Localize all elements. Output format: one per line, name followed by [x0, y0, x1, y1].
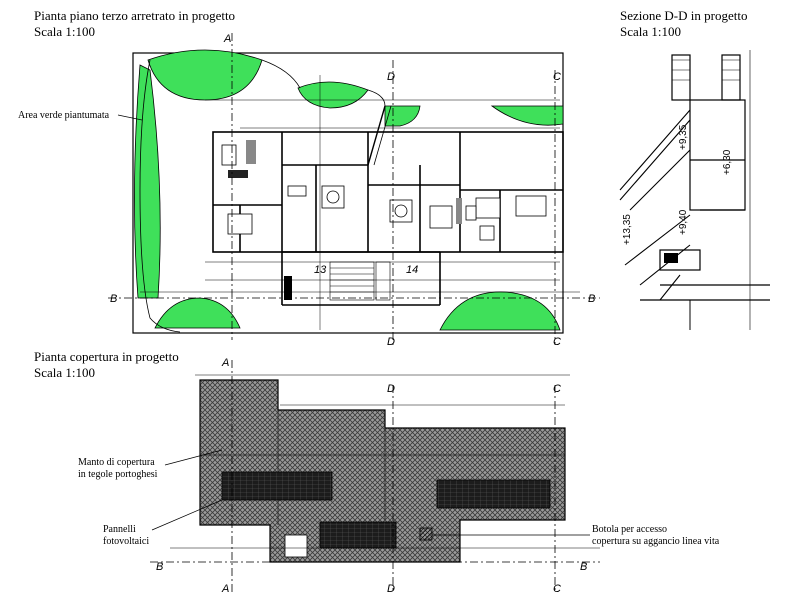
- svg-text:A: A: [221, 583, 229, 595]
- section-dd: +9,35 +6,30 +13,35 +9,40: [619, 50, 770, 330]
- svg-text:D: D: [387, 383, 395, 395]
- green-area-top-center: [297, 81, 369, 109]
- roof-covering-label-1: Manto di copertura: [78, 457, 155, 468]
- pv-panels-left: [221, 471, 333, 501]
- green-area-top-left: [147, 49, 263, 101]
- level-940: +9,40: [678, 209, 689, 235]
- floor-plan: 13 14 A D C B B D C: [108, 33, 600, 348]
- svg-text:B: B: [110, 293, 117, 305]
- green-area-label: Area verde piantumata: [18, 110, 110, 121]
- svg-text:B: B: [588, 293, 595, 305]
- pv-panels-bottom: [319, 521, 397, 549]
- roof-title: Pianta copertura in progetto: [34, 349, 179, 364]
- roof-hatch: [284, 534, 308, 558]
- svg-text:D: D: [387, 71, 395, 83]
- svg-text:D: D: [387, 336, 395, 348]
- svg-text:A: A: [223, 33, 231, 45]
- svg-text:C: C: [553, 71, 561, 83]
- svg-text:D: D: [387, 583, 395, 595]
- unit-14: 14: [406, 264, 418, 276]
- access-hatch: [419, 527, 433, 541]
- section-title: Sezione D-D in progetto: [620, 8, 748, 23]
- svg-text:B: B: [156, 561, 163, 573]
- level-1335: +13,35: [622, 214, 633, 245]
- svg-text:C: C: [553, 383, 561, 395]
- pv-panels-right: [436, 479, 551, 509]
- svg-text:B: B: [580, 561, 587, 573]
- svg-text:C: C: [553, 336, 561, 348]
- pv-label-1: Pannelli: [103, 524, 136, 535]
- section-scale: Scala 1:100: [620, 24, 682, 39]
- roof-covering-label-2: in tegole portoghesi: [78, 469, 158, 480]
- unit-13: 13: [314, 264, 327, 276]
- roof-scale: Scala 1:100: [34, 365, 96, 380]
- svg-text:C: C: [553, 583, 561, 595]
- plan-scale: Scala 1:100: [34, 24, 96, 39]
- svg-text:A: A: [221, 357, 229, 369]
- green-area-left: [134, 64, 161, 299]
- hatch-label-1: Botola per accesso: [592, 524, 667, 535]
- plan-title: Pianta piano terzo arretrato in progetto: [34, 8, 236, 23]
- level-630: +6,30: [722, 149, 733, 175]
- pv-label-2: fotovoltaici: [103, 536, 150, 547]
- green-area-bottom-left: [154, 297, 241, 329]
- hatch-label-2: copertura su aggancio linea vita: [592, 536, 720, 547]
- green-area-top-right: [490, 105, 564, 126]
- green-area-top-center-2: [384, 105, 421, 127]
- level-935: +9,35: [678, 124, 689, 150]
- roof-plan: A D C B B A D C: [150, 357, 600, 595]
